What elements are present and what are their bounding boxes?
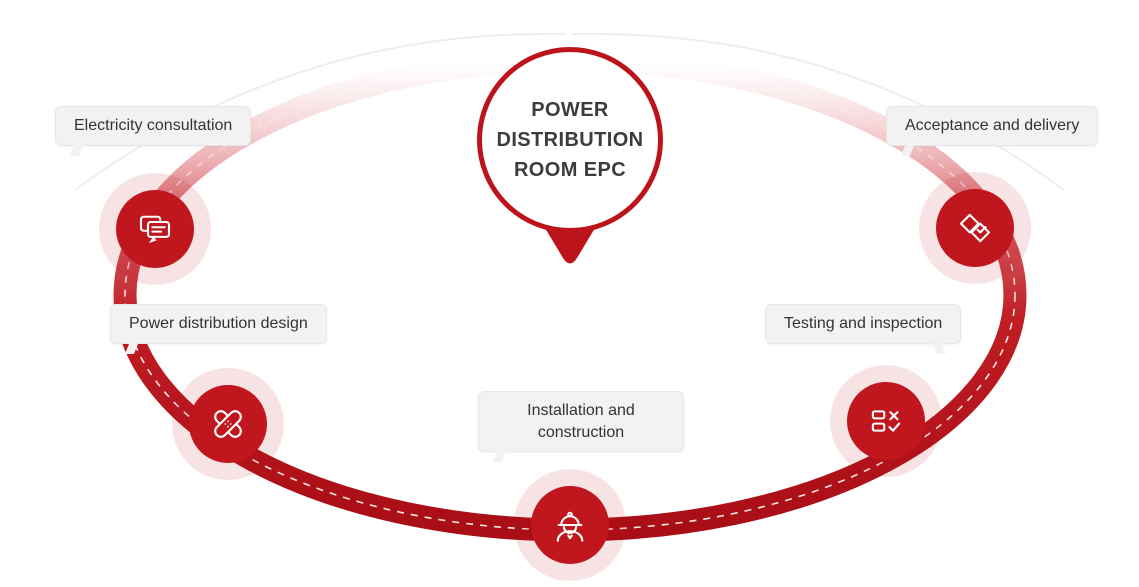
node-circle — [116, 190, 194, 268]
node-testing-inspection — [847, 382, 925, 460]
node-circle — [936, 189, 1014, 267]
node-circle — [189, 385, 267, 463]
title-line-3: ROOM EPC — [513, 159, 627, 181]
checklist-icon — [871, 410, 901, 432]
label-electricity-consultation: Electricity consultation — [55, 106, 252, 156]
construction-worker-icon — [556, 511, 584, 542]
delivery-diamonds-icon — [959, 213, 991, 243]
node-circle — [847, 382, 925, 460]
chat-bubbles-icon — [139, 215, 171, 243]
label-acceptance-delivery: Acceptance and delivery — [886, 106, 1099, 156]
crossed-bandage-icon — [214, 410, 242, 438]
title-line-1: POWER — [531, 99, 609, 121]
label-text: Electricity consultation — [74, 117, 233, 134]
node-acceptance-delivery — [936, 189, 1014, 267]
label-installation-construction: Installation and construction — [478, 391, 684, 463]
label-text: Installation and construction — [527, 402, 635, 441]
title-line-2: DISTRIBUTION — [496, 129, 644, 151]
node-electricity-consultation — [116, 190, 194, 268]
node-power-distribution-design — [189, 385, 267, 463]
label-text: Acceptance and delivery — [905, 117, 1080, 134]
label-text: Testing and inspection — [784, 315, 943, 332]
node-installation-construction — [531, 486, 609, 564]
node-circle — [531, 486, 609, 564]
label-power-distribution-design: Power distribution design — [110, 304, 327, 354]
label-testing-inspection: Testing and inspection — [765, 304, 962, 354]
center-title-pin: POWER DISTRIBUTION ROOM EPC — [477, 47, 663, 233]
label-text: Power distribution design — [129, 315, 308, 332]
